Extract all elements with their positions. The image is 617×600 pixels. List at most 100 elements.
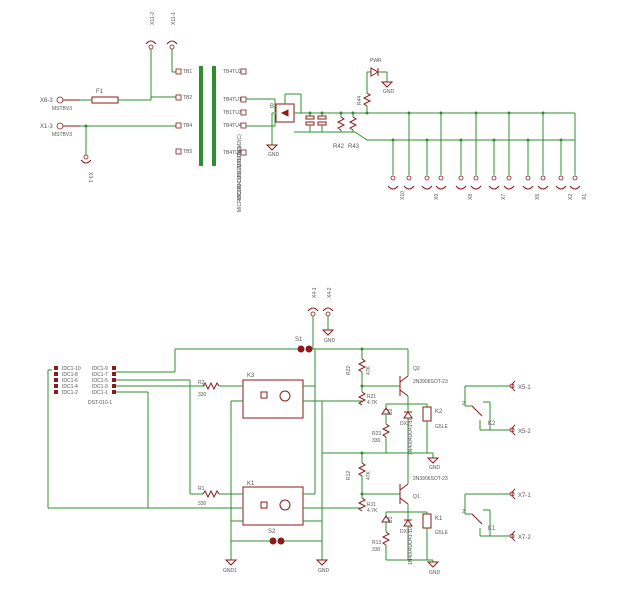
connector-x4-1: X4-1 (307, 287, 319, 349)
x4-1-label: X4-1 (312, 287, 318, 298)
resistor-r43: R43 (348, 111, 360, 150)
svg-text:330: 330 (372, 438, 381, 444)
x11-1-label: X11-1 (171, 12, 177, 25)
connector-x6-3: X6-3 MSTBV3 (40, 96, 80, 112)
svg-text:R2: R2 (198, 380, 205, 386)
s1-label: S1 (295, 337, 303, 343)
svg-text:GND: GND (429, 465, 441, 471)
connector-x1: X1 (569, 113, 588, 200)
svg-text:330: 330 (372, 547, 381, 553)
svg-text:47K: 47K (366, 365, 372, 375)
mstb-label-1: MSTBV3 (52, 106, 72, 112)
svg-text:K1: K1 (488, 526, 496, 532)
output-connectors: X10 X9 (387, 111, 588, 200)
connector-x11-2: X11-2 (145, 12, 157, 97)
connector-x9b (435, 111, 447, 190)
connector-x1-3: X1-3 MSTBV3 (40, 122, 80, 138)
svg-text:IDC1-8: IDC1-8 (62, 372, 78, 378)
svg-text:DX1: DX1 (400, 529, 410, 535)
svg-text:D1: D1 (388, 516, 394, 523)
connector-x8: X8 (455, 138, 474, 200)
connector-x9: X9 (421, 138, 440, 200)
svg-text:IDC1-10: IDC1-10 (62, 366, 81, 372)
fuse-f1: F1 (80, 89, 152, 104)
x3-1-label: X3-1 (87, 172, 93, 183)
x1-3-label: X1-3 (40, 124, 53, 130)
svg-text:X7: X7 (501, 194, 507, 200)
svg-text:X9: X9 (434, 194, 440, 200)
tb-right-3: TB1TU3 (223, 110, 242, 116)
cap-label-2: MICROCON-LM317DRM2(C) (237, 146, 243, 212)
svg-text:GND: GND (429, 570, 441, 576)
connector-x6: X5 (522, 138, 541, 200)
svg-text:D2: D2 (388, 408, 394, 415)
gnd1-label: GND1 (223, 568, 237, 574)
svg-text:K2: K2 (488, 421, 496, 427)
connector-x11-1: X11-1 (166, 12, 178, 72)
svg-text:330: 330 (198, 392, 207, 398)
connector-x3-1: X3-1 (80, 154, 93, 183)
svg-text:2N3906SOT-23: 2N3906SOT-23 (413, 476, 448, 482)
svg-text:2: 2 (462, 401, 465, 407)
idc-header: IDC1-10 IDC1-8 IDC1-6 IDC1-4 IDC1-2 IDC1… (47, 366, 231, 509)
r43-label: R43 (348, 144, 360, 150)
svg-text:IDC1-9: IDC1-9 (92, 366, 108, 372)
svg-text:X7-1: X7-1 (518, 493, 531, 499)
resistor-r42: R42 (333, 111, 346, 150)
s2-label: S2 (268, 529, 276, 535)
svg-text:IDC1-2: IDC1-2 (62, 390, 78, 396)
optocoupler-k1: K1 (219, 481, 318, 526)
resistor-r44: R44 (357, 87, 372, 115)
gnd-label-pwr: GND (383, 89, 395, 95)
x4-2-label: X4-2 (327, 287, 333, 298)
jumper-s2: S2 (231, 529, 322, 545)
svg-text:2: 2 (462, 509, 465, 515)
cap-label-1: MICROCON-LM317DRM2(C) (237, 134, 243, 200)
svg-text:X1: X1 (582, 194, 588, 200)
mstb-label-2: MSTBV3 (52, 132, 72, 138)
x6-3-label: X6-3 (40, 98, 53, 104)
k3-label: K3 (247, 373, 255, 379)
resistor-r1: R1 330 (190, 486, 220, 507)
svg-text:X5-2: X5-2 (518, 429, 531, 435)
svg-text:R21: R21 (367, 394, 376, 400)
gnd-label-x4: GND (324, 338, 336, 344)
optocoupler-k3: K3 (231, 373, 315, 419)
svg-text:R11: R11 (367, 502, 376, 508)
svg-text:1N4004DO41-10: 1N4004DO41-10 (408, 527, 414, 565)
connector-x7b (503, 111, 515, 190)
svg-text:DX2: DX2 (400, 421, 410, 427)
svg-text:X5-1: X5-1 (518, 385, 531, 391)
svg-text:Q1: Q1 (413, 494, 420, 500)
connector-x7: X7 (488, 138, 507, 200)
pwr-label: PWR (370, 58, 382, 64)
bridge-rectifier-b1: B1 GND (246, 93, 302, 158)
relay-contacts-k2: 2 K2 X5-1 X5-2 (462, 380, 531, 436)
connector-x6b (537, 111, 549, 190)
connector-x8b (470, 111, 482, 190)
jumper-s1: S1 (174, 337, 408, 372)
channel-2-driver: R22 47K R21 4.7K Q2 2N3906SOT-23 D2 (315, 347, 448, 471)
svg-text:IDC1-6: IDC1-6 (62, 378, 78, 384)
connector-x10b (403, 111, 415, 190)
tb-left-4: TB4 (183, 123, 192, 129)
svg-text:R1: R1 (198, 486, 205, 492)
terminal-bar-1 (199, 66, 203, 166)
svg-text:K1: K1 (435, 516, 443, 522)
r44-label: R44 (357, 96, 363, 105)
pwr-led: GND PWR (366, 58, 395, 95)
fuse-label: F1 (96, 89, 104, 95)
channel-1-driver: R12 47K R11 4.7K 2N3906SOT-23 Q1 D1 R13 (346, 451, 448, 576)
svg-text:1N4004DO41-10: 1N4004DO41-10 (408, 417, 414, 455)
resistor-r2: R2 330 (198, 380, 240, 398)
tb-right-4: TB4TU4 (223, 123, 242, 129)
tb-right-5: TB4TU5 (223, 150, 242, 156)
tb-right-2: TB4TU1 (223, 97, 242, 103)
svg-text:2N3906SOT-23: 2N3906SOT-23 (413, 379, 448, 385)
tb-left-5: TB5 (183, 149, 192, 155)
relay-contacts-k1: 2 K1 X7-1 X7-2 (462, 488, 531, 542)
r42-label: R42 (333, 144, 345, 150)
svg-text:47K: 47K (366, 470, 372, 480)
svg-text:X10: X10 (400, 191, 406, 200)
bottom-relay-section: X4-1 X4-2 GND S1 IDC1-10 IDC1- (47, 287, 531, 576)
